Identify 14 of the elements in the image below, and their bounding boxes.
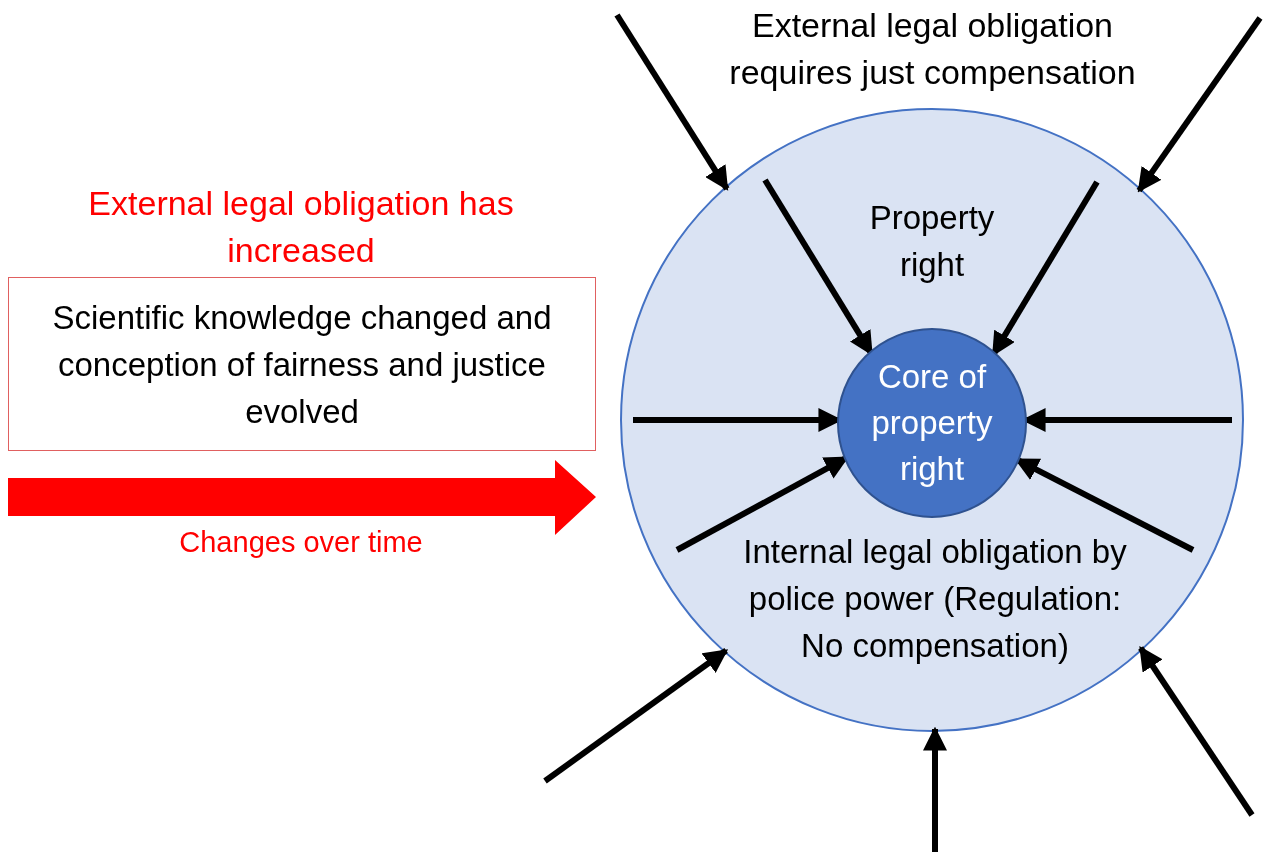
arrow	[762, 178, 874, 356]
arrow	[543, 648, 729, 784]
node-caption: External legal obligation has increased	[87, 183, 515, 271]
node-text: Core of property right	[870, 357, 994, 489]
label: Changes over time	[178, 525, 424, 560]
node-text: Internal legal obligation by police power (Regulation: No compensation)	[742, 532, 1128, 666]
arrow	[614, 13, 730, 191]
text-box	[8, 277, 596, 451]
node-text: Property right	[868, 198, 996, 285]
arrow	[1136, 16, 1263, 193]
label: External legal obligation requires just compensation	[728, 5, 1137, 93]
node-text: Scientific knowledge changed and conception of fairness and justice evolved	[51, 297, 553, 432]
arrow	[1138, 645, 1255, 817]
arrow	[923, 726, 947, 852]
